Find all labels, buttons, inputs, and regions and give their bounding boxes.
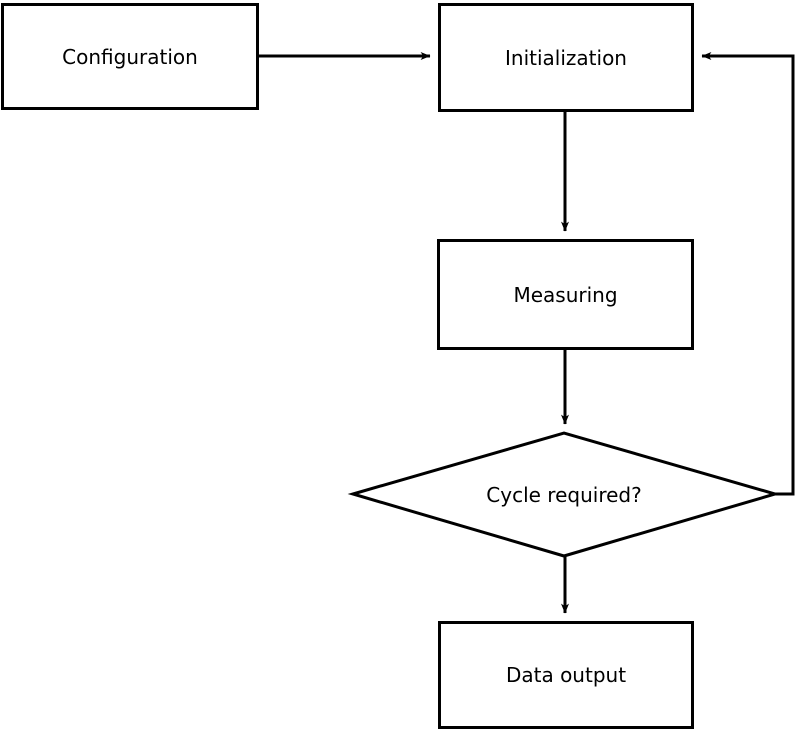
node-measuring[interactable] [437,239,694,350]
node-data-output[interactable] [438,621,694,729]
node-initialization[interactable] [438,3,694,112]
edge-cycle-required-to-initialization-loop [701,52,795,496]
node-configuration[interactable] [1,3,259,110]
node-cycle-required[interactable] [347,431,781,558]
